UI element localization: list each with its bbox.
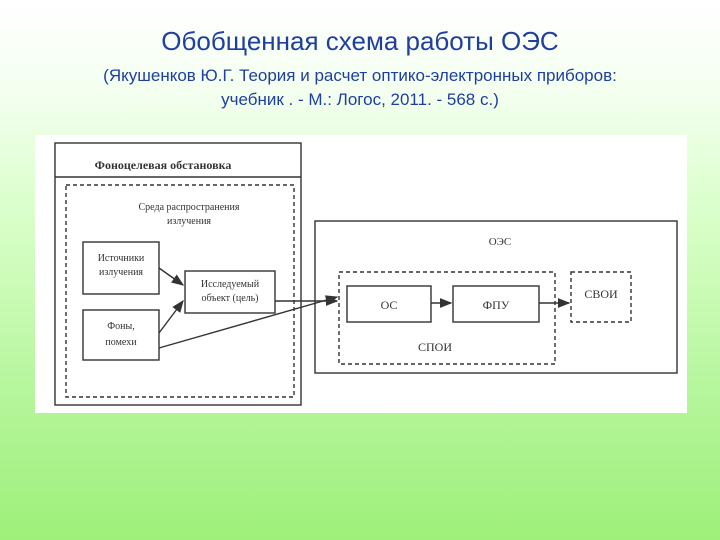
background-target-label: Фоноцелевая обстановка — [95, 158, 232, 172]
sources-label-line-1: Источники — [98, 253, 145, 264]
oes-box — [314, 220, 678, 374]
backgrounds-label-line-2: помехи — [105, 337, 137, 348]
page-subtitle: (Якушенков Ю.Г. Теория и расчет оптико-э… — [0, 64, 720, 112]
svoi-box — [570, 271, 632, 323]
medium-label-line-2: излучения — [167, 216, 211, 227]
spoi-label: СПОИ — [418, 340, 452, 354]
os-label: ОС — [381, 298, 398, 312]
svoi-label: СВОИ — [584, 287, 618, 301]
spoi-box — [338, 271, 556, 365]
fpu-label: ФПУ — [483, 298, 510, 312]
object-box — [184, 270, 276, 314]
sources-label-line-2: излучения — [99, 267, 143, 278]
backgrounds-label-line-1: Фоны, — [107, 321, 134, 332]
diagram-canvas: Фоноцелевая обстановка Среда распростран… — [54, 142, 678, 406]
arrow-backgrounds-to-object — [158, 299, 184, 334]
arrow-backgrounds-to-oes — [158, 295, 339, 349]
object-label-line-2: объект (цель) — [201, 293, 258, 304]
page-title: Обобщенная схема работы ОЭС — [161, 26, 559, 56]
medium-box — [65, 184, 295, 398]
object-label-line-1: Исследуемый — [201, 279, 260, 290]
medium-label-line-1: Среда распространения — [139, 202, 240, 213]
oes-diagram: Фоноцелевая обстановка Среда распростран… — [35, 135, 687, 413]
oes-label: ОЭС — [489, 236, 512, 248]
backgrounds-box — [82, 309, 160, 361]
os-box — [346, 285, 432, 323]
background-target-box — [54, 142, 302, 406]
fpu-box — [452, 285, 540, 323]
subtitle-line-1: (Якушенков Ю.Г. Теория и расчет оптико-э… — [103, 66, 617, 85]
subtitle-line-2: учебник . - М.: Логос, 2011. - 568 с.) — [221, 90, 499, 109]
arrow-sources-to-object — [158, 267, 185, 286]
